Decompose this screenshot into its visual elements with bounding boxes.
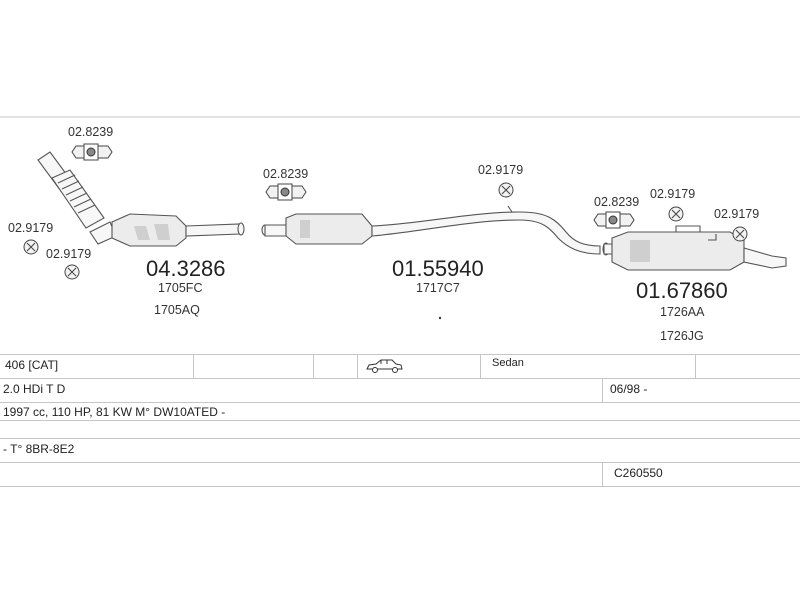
- nut-left-b-label: 02.9179: [46, 247, 91, 261]
- nut-right-a-icon[interactable]: [668, 206, 684, 222]
- clamp-middle-label: 02.8239: [263, 167, 308, 181]
- clamp-front-label: 02.8239: [68, 125, 113, 139]
- clamp-front-icon[interactable]: [71, 143, 113, 161]
- rear-code: 01.67860: [636, 278, 728, 303]
- nut-right-a-label: 02.9179: [650, 187, 695, 201]
- clamp-rear-icon[interactable]: [593, 211, 635, 229]
- front-pipe-catalyst[interactable]: [37, 151, 245, 247]
- date-cell: 06/98 -: [610, 382, 648, 396]
- clamp-middle-icon[interactable]: [265, 183, 307, 201]
- nut-left-b-icon[interactable]: [64, 264, 80, 280]
- nut-left-a-label: 02.9179: [8, 221, 53, 235]
- middle-code: 01.55940: [392, 256, 484, 281]
- ref-cell: C260550: [614, 466, 663, 480]
- rear-ref2: 1726JG: [660, 329, 704, 343]
- model-cell: 406 [CAT]: [5, 358, 59, 372]
- middle-ref1: 1717C7: [416, 281, 460, 295]
- sedan-car-icon: [366, 359, 403, 373]
- nut-right-b-icon[interactable]: [732, 226, 748, 242]
- type-cell: - T° 8BR-8E2: [3, 442, 75, 456]
- nut-left-a-icon[interactable]: [23, 239, 39, 255]
- rear-ref1: 1726AA: [660, 305, 705, 319]
- clamp-rear-label: 02.8239: [594, 195, 639, 209]
- front-pipe-ref2: 1705AQ: [154, 303, 200, 317]
- front-pipe-ref1: 1705FC: [158, 281, 202, 295]
- engine-cell: 2.0 HDi T D: [3, 382, 66, 396]
- spec-cell: 1997 cc, 110 HP, 81 KW M° DW10ATED -: [3, 405, 226, 419]
- front-pipe-code: 04.3286: [146, 256, 226, 281]
- nut-middle-label: 02.9179: [478, 163, 523, 177]
- body-type-cell: Sedan: [492, 357, 524, 369]
- rear-silencer[interactable]: [602, 225, 787, 271]
- nut-middle-icon[interactable]: [498, 182, 514, 198]
- middle-silencer[interactable]: [261, 205, 601, 255]
- nut-right-b-label: 02.9179: [714, 207, 759, 221]
